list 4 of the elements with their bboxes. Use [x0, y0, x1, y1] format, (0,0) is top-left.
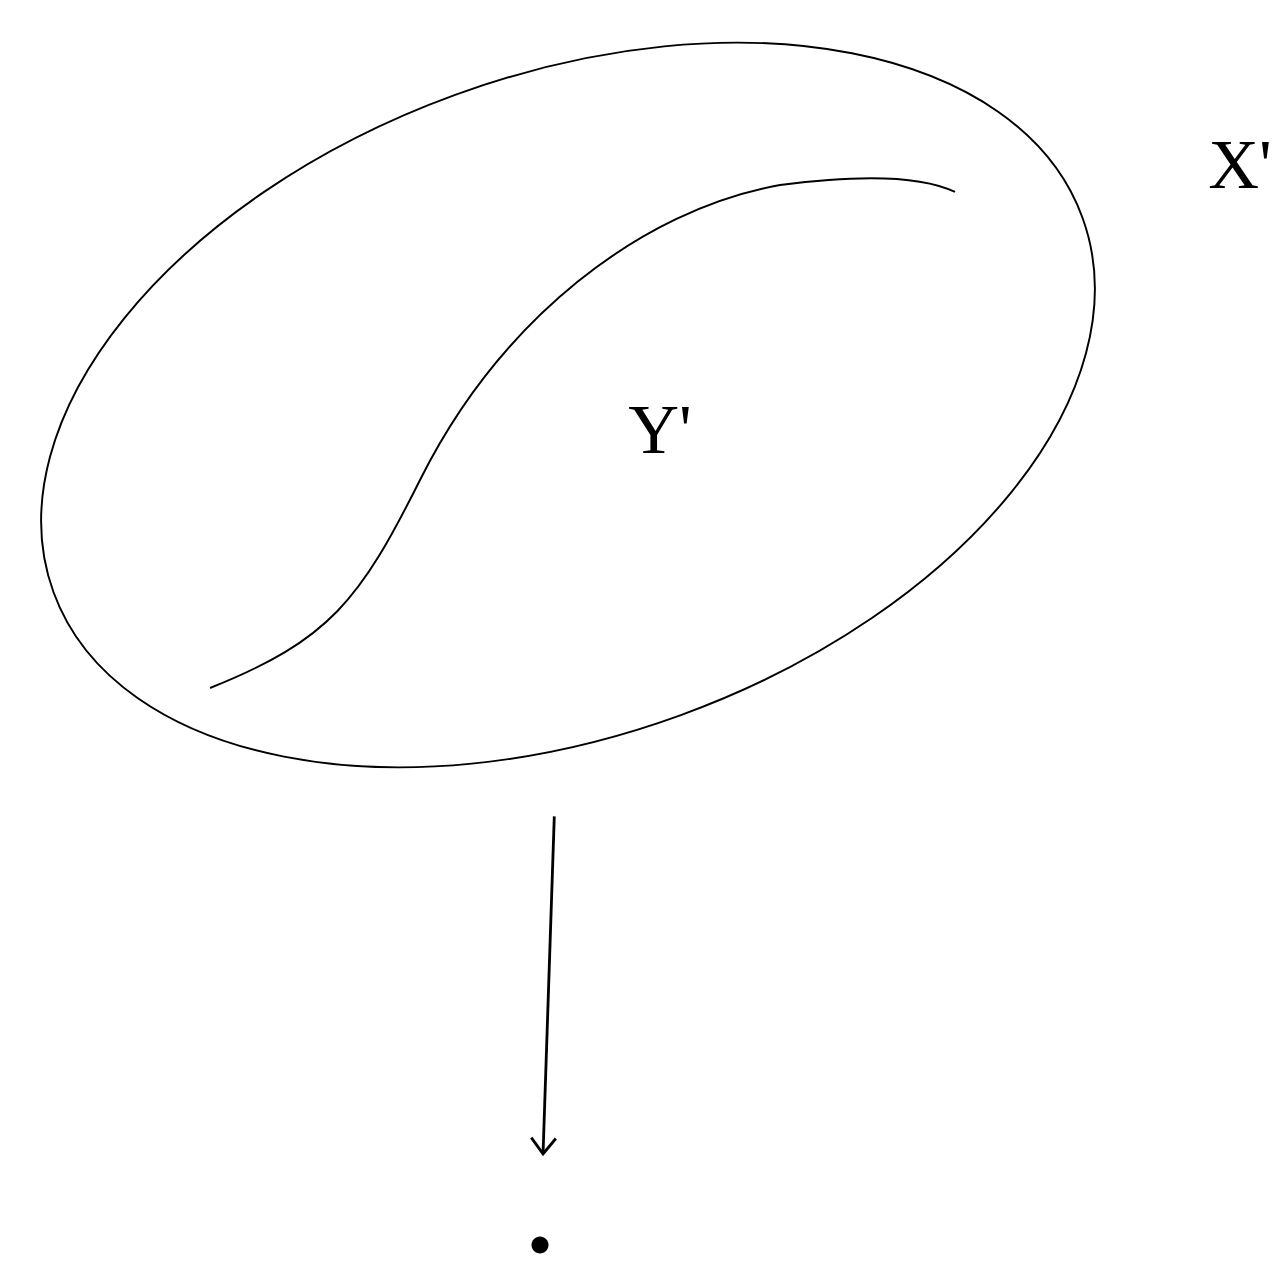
region-label: Y' [629, 406, 689, 453]
arrow [530, 816, 557, 1157]
point-dot [531, 1236, 549, 1254]
region-label: X' [1209, 141, 1269, 188]
